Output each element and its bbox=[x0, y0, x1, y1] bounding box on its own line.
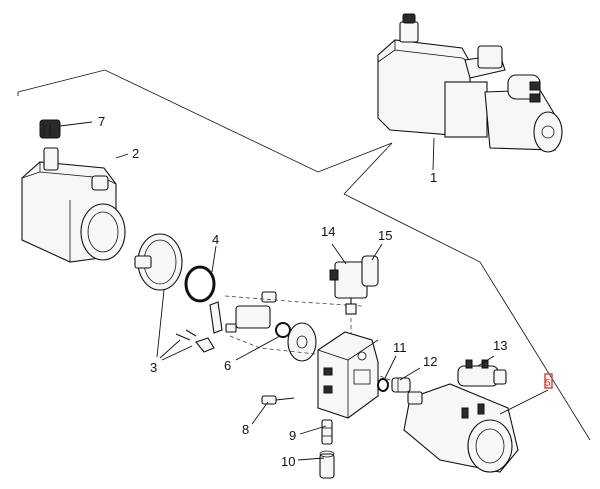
part-5-electric-motor bbox=[403, 383, 519, 473]
part-8-bolt bbox=[261, 395, 295, 405]
part-14-15-solenoid-valve bbox=[329, 255, 379, 315]
part-9-fitting bbox=[321, 419, 333, 445]
part-1-power-unit-assembly bbox=[377, 13, 563, 153]
part-3-hose-clamp bbox=[134, 233, 215, 353]
callout-labels: 1 2 3 4 5 6 7 8 9 10 11 12 13 14 15 bbox=[98, 114, 551, 469]
callout-14: 14 bbox=[321, 224, 335, 239]
part-12-coupling bbox=[391, 377, 411, 393]
callout-3: 3 bbox=[150, 360, 157, 375]
callout-5: 5 bbox=[545, 378, 551, 389]
callout-13: 13 bbox=[493, 338, 507, 353]
callout-6: 6 bbox=[224, 358, 231, 373]
callout-12: 12 bbox=[423, 354, 437, 369]
part-fittings-middle bbox=[209, 291, 291, 338]
callout-2: 2 bbox=[132, 146, 139, 161]
part-manifold-block bbox=[317, 331, 379, 419]
callout-11: 11 bbox=[393, 340, 407, 355]
leader-lines bbox=[59, 121, 549, 461]
callout-1: 1 bbox=[430, 170, 437, 185]
callout-15: 15 bbox=[378, 228, 392, 243]
callout-4: 4 bbox=[212, 232, 219, 247]
part-2-reservoir-tank bbox=[21, 147, 126, 263]
callout-10: 10 bbox=[281, 454, 295, 469]
highlight-box-part-5 bbox=[544, 373, 553, 389]
part-10-sleeve bbox=[319, 450, 335, 479]
part-11-seal-ring bbox=[377, 378, 389, 392]
assembly-frame-lines bbox=[17, 69, 591, 441]
callout-7: 7 bbox=[98, 114, 105, 129]
part-4-o-ring bbox=[184, 265, 216, 303]
part-6-gasket bbox=[287, 322, 317, 362]
part-7-filler-cap bbox=[39, 119, 61, 139]
callout-9: 9 bbox=[289, 428, 296, 443]
callout-8: 8 bbox=[242, 422, 249, 437]
